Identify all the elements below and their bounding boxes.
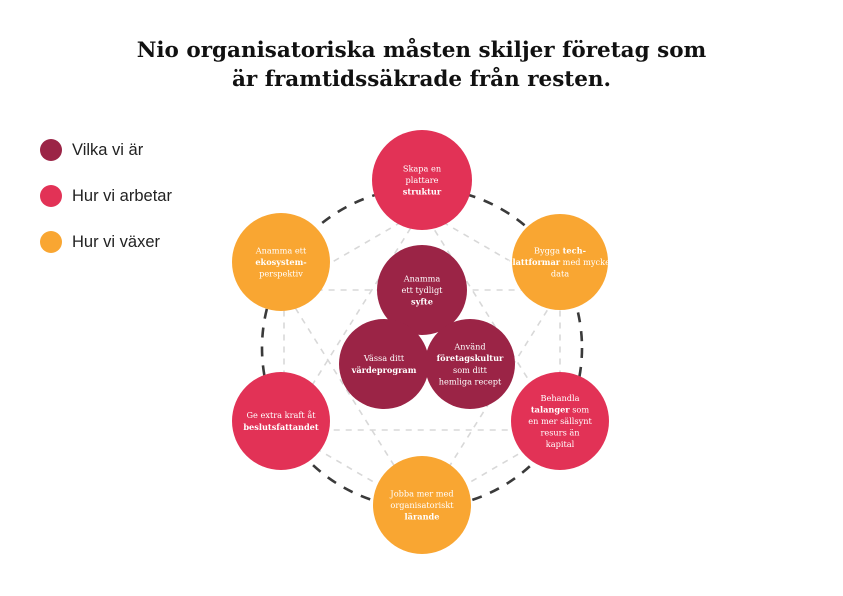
legend-label-who: Vilka vi är <box>72 140 144 159</box>
node-text-line: Anamma <box>403 273 441 283</box>
node-text-line: Behandla <box>540 393 579 403</box>
page-title: Nio organisatoriska måsten skiljer föret… <box>0 36 843 94</box>
node-text-line: företagskultur <box>437 353 504 363</box>
node-text-line: som ditt <box>453 365 488 375</box>
legend-dot-who <box>40 139 62 161</box>
node-bygga: Bygga tech-plattformar med mycket data <box>507 214 614 310</box>
node-text-line: plattformar med mycket <box>507 257 614 267</box>
node-circle <box>511 372 609 470</box>
legend-dot-how-grow <box>40 231 62 253</box>
legend-label-how-work: Hur vi arbetar <box>72 186 172 205</box>
node-circle <box>425 319 515 409</box>
node-circle <box>372 130 472 230</box>
node-anamma-eko: Anamma ett ekosystem-perspektiv <box>232 213 330 311</box>
node-circle <box>232 372 330 470</box>
legend-dot-how-work <box>40 185 62 207</box>
legend-item-who: Vilka vi är <box>40 138 172 162</box>
node-skapa: Skapa en plattare struktur <box>372 130 472 230</box>
node-text-line: Anamma ett <box>255 245 307 255</box>
node-text-line: Använd <box>453 342 485 352</box>
node-text-line: Ge extra kraft åt <box>247 410 317 420</box>
node-circle <box>339 319 429 409</box>
node-jobba: Jobba mer med organisatoriskt lärande <box>373 456 471 554</box>
node-text-line: hemliga recept <box>439 376 502 386</box>
node-text-line: beslutsfattandet <box>243 422 319 432</box>
node-text-line: data <box>551 269 569 279</box>
node-text-line: Bygga tech- <box>534 245 586 255</box>
node-circle <box>373 456 471 554</box>
legend: Vilka vi är Hur vi arbetar Hur vi växer <box>40 138 172 276</box>
node-circle <box>232 213 330 311</box>
legend-item-how-work: Hur vi arbetar <box>40 184 172 208</box>
inner-dashed-triangle-a <box>282 208 562 431</box>
legend-label-how-grow: Hur vi växer <box>72 232 161 251</box>
node-circle <box>377 245 467 335</box>
node-text-line: talanger som <box>531 404 589 414</box>
node-text-line: resurs än <box>540 428 580 438</box>
node-text-line: Skapa en <box>403 163 442 173</box>
node-text-line: Vässa ditt <box>363 353 405 363</box>
node-text-line: plattare <box>406 175 439 185</box>
node-text-line: Jobba mer med <box>389 488 453 498</box>
node-anamma-syfte: Anamma ett tydligt syfte <box>377 245 467 335</box>
node-text-line: ett tydligt <box>402 285 444 295</box>
legend-item-how-grow: Hur vi växer <box>40 230 172 254</box>
node-text-line: syfte <box>411 297 433 307</box>
node-text-line: struktur <box>403 187 442 197</box>
node-circle <box>512 214 608 310</box>
node-text-line: ekosystem- <box>255 257 306 267</box>
node-ge: Ge extra kraft åt beslutsfattandet <box>232 372 330 470</box>
title-line-1: Nio organisatoriska måsten skiljer föret… <box>136 38 707 63</box>
node-text-line: lärande <box>405 512 440 522</box>
node-text-line: en mer sällsynt <box>528 416 592 426</box>
node-text-line: värdeprogram <box>351 365 417 375</box>
node-text-line: organisatoriskt <box>390 500 454 510</box>
node-text-line: kapital <box>546 439 575 449</box>
title-line-2: är framtidssäkrade från resten. <box>231 67 612 92</box>
inner-dashed-triangle-b <box>282 289 562 512</box>
node-vassa: Vässa ditt värdeprogram <box>339 319 429 409</box>
node-text-line: perspektiv <box>259 269 303 279</box>
